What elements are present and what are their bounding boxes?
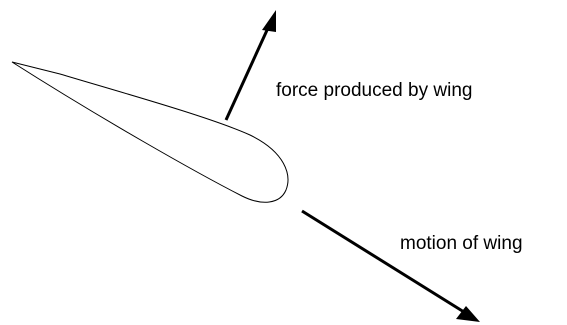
motion-label: motion of wing <box>400 233 523 254</box>
airfoil-icon <box>11 61 289 203</box>
force-label: force produced by wing <box>276 80 473 101</box>
motion-arrow-icon <box>301 209 480 322</box>
force-arrow-icon <box>224 10 276 121</box>
